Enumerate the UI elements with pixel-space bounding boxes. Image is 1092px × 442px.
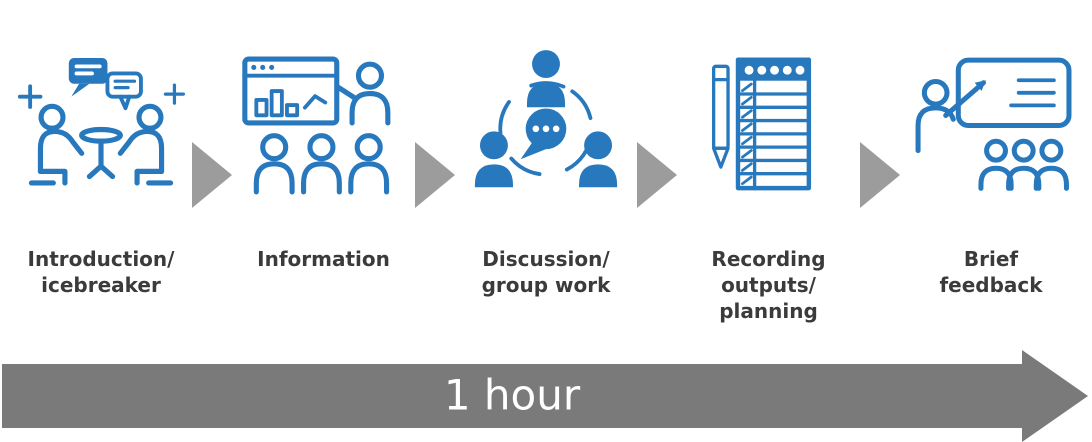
stage-information: Information xyxy=(233,14,415,324)
timeline-arrow-body xyxy=(2,364,1022,428)
two-people-table-chat-icon xyxy=(17,14,185,236)
stage-label: Introduction/ icebreaker xyxy=(27,247,175,297)
notepad-pencil-icon xyxy=(707,14,831,236)
right-arrow-triangle-icon xyxy=(637,142,678,208)
person-top xyxy=(526,50,566,108)
stage-label: Discussion/ group work xyxy=(481,247,611,297)
stage-introduction-icebreaker: Introduction/ icebreaker xyxy=(10,14,192,324)
timeline-arrow: 1 hour xyxy=(2,350,1088,442)
speech-bubble-outline xyxy=(105,71,143,111)
round-table xyxy=(79,126,123,180)
seated-person-right xyxy=(117,103,174,186)
stage-brief-feedback: Brief feedback xyxy=(900,14,1082,324)
flow-row: Introduction/ icebreaker xyxy=(10,14,1082,324)
stage-recording-outputs-planning: Recording outputs/ planning xyxy=(678,14,860,324)
stage-label: Brief feedback xyxy=(939,247,1043,297)
speech-bubble-filled xyxy=(68,58,108,97)
presenter-person xyxy=(334,61,390,125)
seated-person-left xyxy=(28,103,85,186)
presenter-person xyxy=(915,78,956,153)
person-bottom-left xyxy=(474,131,513,188)
whiteboard xyxy=(955,57,1072,128)
timeline-label: 1 hour xyxy=(443,370,581,420)
pencil xyxy=(711,64,730,169)
audience-people xyxy=(978,138,1069,191)
presentation-screen-audience-icon xyxy=(241,14,407,236)
timeline-arrow-head xyxy=(1022,350,1088,442)
browser-screen xyxy=(241,56,339,125)
right-arrow-triangle-icon xyxy=(859,142,900,208)
sparkle-icon xyxy=(163,83,185,105)
stage-label: Recording outputs/ planning xyxy=(711,247,826,323)
stage-label: Information xyxy=(257,247,390,271)
person-bottom-right xyxy=(579,131,618,188)
group-discussion-bubble-icon xyxy=(467,14,625,236)
notepad xyxy=(735,57,811,191)
right-arrow-triangle-icon xyxy=(192,142,233,208)
pointer-stick xyxy=(943,79,986,118)
center-speech-bubble xyxy=(520,108,567,160)
presenter-whiteboard-audience-icon xyxy=(908,14,1074,236)
connection-circle xyxy=(498,81,594,177)
audience-people xyxy=(253,132,389,194)
stage-discussion-group-work: Discussion/ group work xyxy=(455,14,637,324)
sparkle-icon xyxy=(17,84,43,109)
right-arrow-triangle-icon xyxy=(414,142,455,208)
